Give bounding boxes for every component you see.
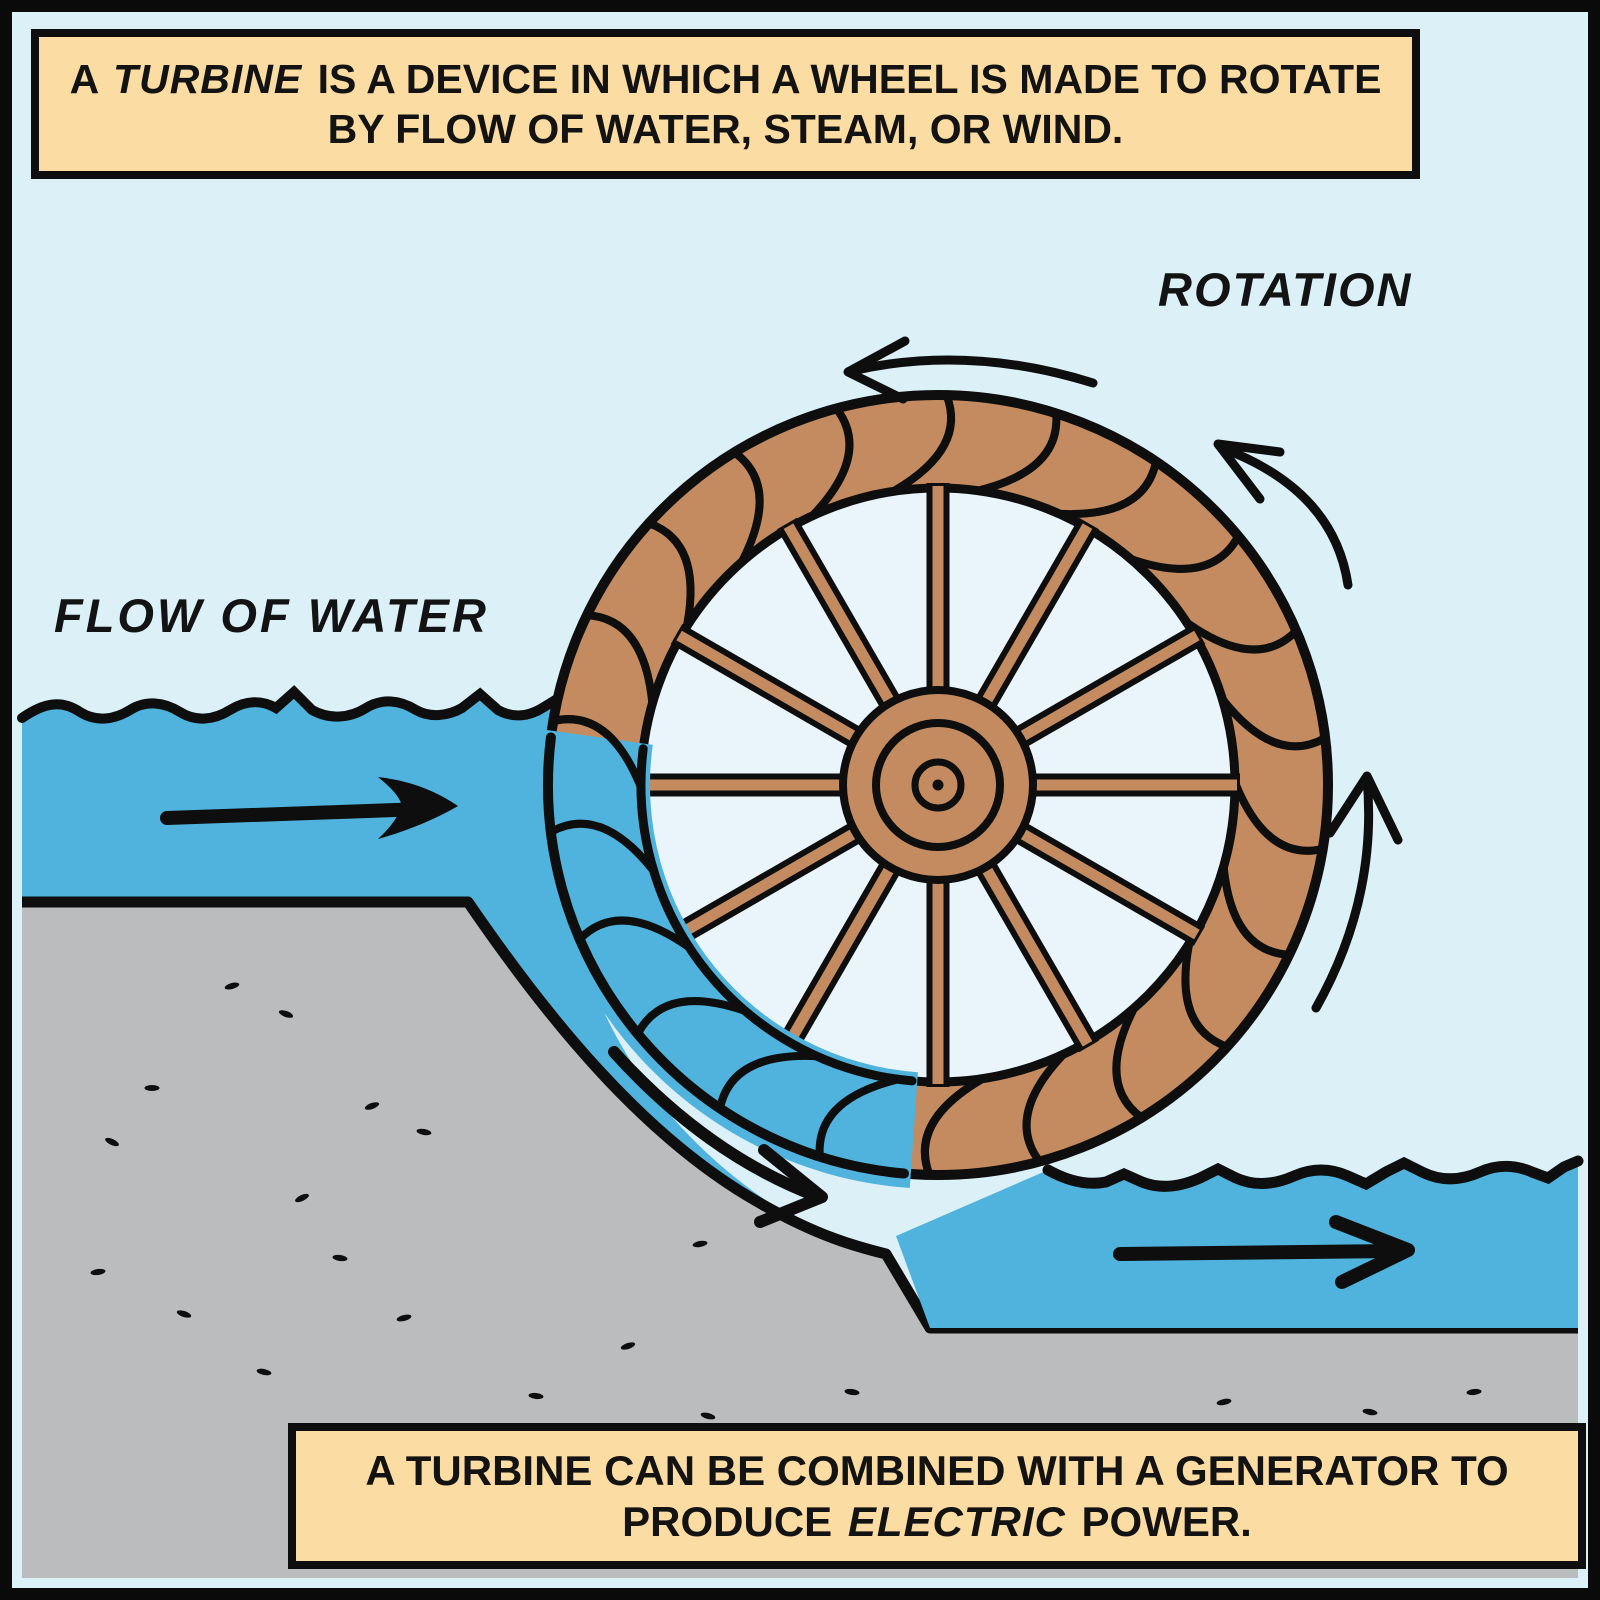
caption-top-text-rest: IS A DEVICE IN WHICH A WHEEL IS MADE TO … <box>306 55 1382 152</box>
pool-surface-line <box>17 685 585 724</box>
caption-bottom-emphasis: ELECTRIC <box>847 1498 1066 1545</box>
basin-surface-line <box>1042 1155 1584 1192</box>
flow-of-water-label: FLOW OF WATER <box>54 589 489 642</box>
outflow-arrowhead-icon <box>1329 1215 1415 1289</box>
rotation-label: ROTATION <box>1158 263 1413 316</box>
caption-bottom-text-rest: POWER. <box>1069 1498 1252 1545</box>
ground-speckles <box>90 982 1482 1420</box>
submerged-buckets-water <box>533 715 985 1188</box>
rotation-arrow-top-head-icon <box>843 336 910 404</box>
slope-flow-arrowhead-icon <box>754 1144 828 1228</box>
caption-top-text: A <box>69 55 110 102</box>
rotation-arrow-upper-right <box>1217 443 1353 590</box>
ground <box>22 902 1578 1578</box>
caption-bottom-text: A TURBINE CAN BE COMBINED WITH A GENERAT… <box>365 1446 1509 1545</box>
inflow-arrowhead-icon <box>378 777 458 839</box>
rotation-arrow-upper-right-head-icon <box>1213 439 1285 504</box>
rotation-arrow-top <box>847 355 1098 388</box>
inflow-arrow <box>160 802 431 825</box>
slope-flow-arrow <box>608 1046 822 1202</box>
outflow-arrow <box>1113 1244 1403 1261</box>
rotation-arrow-right-head-icon <box>1325 771 1403 845</box>
caption-bottom: A TURBINE CAN BE COMBINED WITH A GENERAT… <box>288 1423 1586 1569</box>
rotation-arrows <box>843 336 1403 1013</box>
rotation-arrow-right <box>1311 773 1374 1013</box>
caption-top: A TURBINE IS A DEVICE IN WHICH A WHEEL I… <box>31 29 1420 179</box>
ground-outline <box>22 896 1578 1334</box>
caption-top-emphasis: TURBINE <box>113 55 303 102</box>
lower-basin-water <box>896 1161 1578 1328</box>
